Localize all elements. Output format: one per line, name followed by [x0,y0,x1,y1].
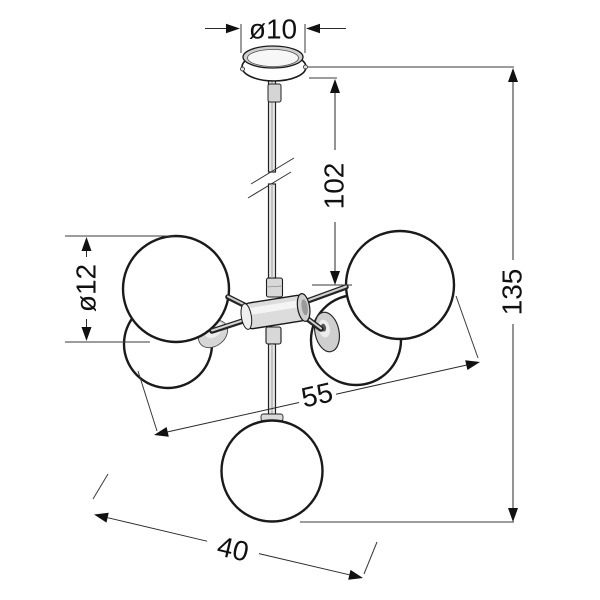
globe-bottom [220,413,324,523]
arrowhead [81,237,92,251]
arm-upper-right [299,284,349,306]
dimension-label-rod-length: 102 [319,163,350,210]
suspension-rod [247,73,295,417]
hub-lower-collar [265,326,282,345]
hub-upper-collar [265,277,284,298]
rod-lower-segment [267,343,277,417]
canopy-screw-left [240,66,245,72]
dimension-label-upper-tier-span: 55 [298,376,335,413]
dimension-globe-diameter: ø12 [65,235,174,343]
dimension-label-lower-tier-span: 40 [214,530,251,567]
ceiling-canopy [240,45,308,103]
dimension-label-globe-diameter: ø12 [71,264,102,312]
dimension-lower-tier-span: 40 [92,473,378,580]
arrowhead [348,569,363,580]
dimension-upper-tier-span: 55 [137,295,480,437]
dimension-label-canopy-diameter: ø10 [249,14,297,45]
hub-cylinder [240,293,311,330]
arrowhead [94,512,109,523]
arrowhead [226,23,240,34]
arrowhead [465,360,480,370]
dimension-rod-length: 102 [309,77,352,286]
arrowhead [154,427,169,437]
globe-fitter-lower-right [313,311,341,353]
hub-assembly [240,277,311,345]
arrowhead [306,23,320,34]
arrowhead [508,68,518,82]
arrowhead [81,327,92,341]
arrowhead [508,508,518,522]
globe-upper-left [121,234,231,344]
arrowhead [330,271,340,285]
globe-upper-right [344,229,456,341]
canopy-screw-right [303,64,308,70]
dimension-label-total-height: 135 [497,269,528,316]
dimension-total-height: 135 [300,66,528,523]
canopy-stem-knob [267,83,282,103]
dimension-canopy-diameter: ø10 [205,14,346,53]
rod-middle-segment [267,183,277,279]
arrowhead [330,79,340,93]
